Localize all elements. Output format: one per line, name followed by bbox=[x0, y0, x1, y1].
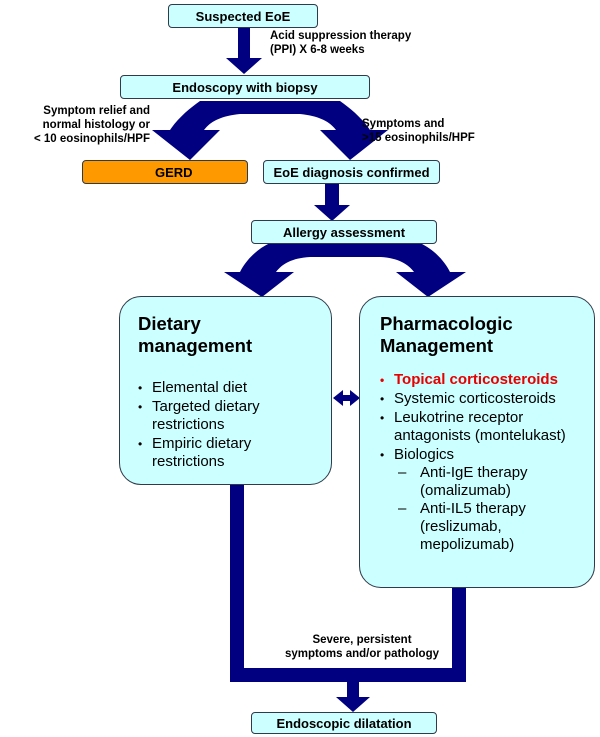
pharmacologic-management-title: Pharmacologic Management bbox=[380, 313, 580, 357]
dietary-management-title: Dietary management bbox=[138, 313, 253, 356]
biologics-sublist: Anti-IgE therapy (omalizumab) Anti-IL5 t… bbox=[394, 464, 580, 554]
pharm-item-biologics-label: Biologics bbox=[394, 446, 455, 463]
pharmacologic-title-line-2: Management bbox=[380, 335, 494, 356]
connector-dietary-down bbox=[230, 485, 244, 668]
pharm-item-biologics: Biologics Anti-IgE therapy (omalizumab) … bbox=[380, 446, 580, 554]
pharm-item-systemic-corticosteroids: Systemic corticosteroids bbox=[380, 390, 580, 408]
pharmacologic-title-line-1: Pharmacologic bbox=[380, 313, 513, 334]
node-eoe-diagnosis-confirmed-label: EoE diagnosis confirmed bbox=[273, 164, 430, 180]
node-suspected-eoe: Suspected EoE bbox=[168, 4, 318, 28]
arrow-suspected-to-endoscopy bbox=[226, 27, 262, 74]
edge-label-ppi-line-2: (PPI) X 6-8 weeks bbox=[270, 44, 365, 56]
pharm-item-topical-corticosteroids: Topical corticosteroids bbox=[380, 371, 580, 389]
double-arrow-between-therapies bbox=[333, 390, 360, 406]
arrow-confirmed-to-allergy bbox=[314, 184, 350, 221]
edge-label-ppi-line-1: Acid suppression therapy bbox=[270, 30, 412, 42]
biologic-anti-il5: Anti-IL5 therapy (reslizumab, mepolizuma… bbox=[394, 500, 580, 554]
biologic-anti-ige: Anti-IgE therapy (omalizumab) bbox=[394, 464, 580, 500]
edge-label-eoe-line-1: Symptoms and bbox=[362, 118, 445, 130]
pharm-item-leukotrine: Leukotrine receptor antagonists (montelu… bbox=[380, 409, 580, 445]
node-endoscopic-dilatation: Endoscopic dilatation bbox=[251, 712, 437, 734]
node-gerd-label: GERD bbox=[155, 164, 193, 180]
connector-pharmacologic-down bbox=[452, 588, 466, 682]
edge-label-eoe-line-2: >15 eosinophils/HPF bbox=[362, 132, 475, 144]
edge-label-eoe-branch: Symptoms and >15 eosinophils/HPF bbox=[362, 117, 475, 145]
arrow-allergy-split bbox=[224, 243, 466, 297]
pharmacologic-management-box: Pharmacologic Management Topical cortico… bbox=[359, 296, 595, 588]
node-suspected-eoe-label: Suspected EoE bbox=[195, 8, 291, 24]
edge-label-gerd-line-1: Symptom relief and bbox=[43, 105, 150, 117]
edge-label-severe-line-1: Severe, persistent bbox=[312, 634, 412, 646]
node-allergy-assessment: Allergy assessment bbox=[251, 220, 437, 244]
arrow-to-dilatation bbox=[336, 682, 370, 712]
edge-label-gerd-line-2: normal histology or bbox=[42, 119, 150, 131]
edge-label-gerd-branch: Symptom relief and normal histology or <… bbox=[6, 104, 150, 146]
dietary-item-elemental: Elemental diet bbox=[138, 379, 317, 397]
arrow-endoscopy-split bbox=[152, 101, 388, 160]
dietary-list: Elemental diet Targeted dietary restrict… bbox=[138, 379, 317, 471]
node-eoe-diagnosis-confirmed: EoE diagnosis confirmed bbox=[263, 160, 440, 184]
dietary-management-box: Dietary management Elemental diet Target… bbox=[119, 296, 332, 485]
node-allergy-assessment-label: Allergy assessment bbox=[282, 224, 406, 240]
dietary-item-targeted: Targeted dietary restrictions bbox=[138, 398, 317, 434]
node-gerd: GERD bbox=[82, 160, 248, 184]
node-endoscopy-biopsy-label: Endoscopy with biopsy bbox=[172, 79, 318, 95]
dietary-item-empiric: Empiric dietary restrictions bbox=[138, 435, 317, 471]
connector-bottom-bar bbox=[230, 668, 466, 682]
pharmacologic-list: Topical corticosteroids Systemic cortico… bbox=[380, 371, 580, 554]
edge-label-ppi: Acid suppression therapy (PPI) X 6-8 wee… bbox=[270, 29, 411, 57]
edge-label-severe-line-2: symptoms and/or pathology bbox=[285, 648, 439, 660]
node-endoscopy-biopsy: Endoscopy with biopsy bbox=[120, 75, 370, 99]
node-endoscopic-dilatation-label: Endoscopic dilatation bbox=[276, 715, 412, 731]
edge-label-gerd-line-3: < 10 eosinophils/HPF bbox=[34, 133, 150, 145]
edge-label-severe: Severe, persistent symptoms and/or patho… bbox=[272, 633, 452, 661]
